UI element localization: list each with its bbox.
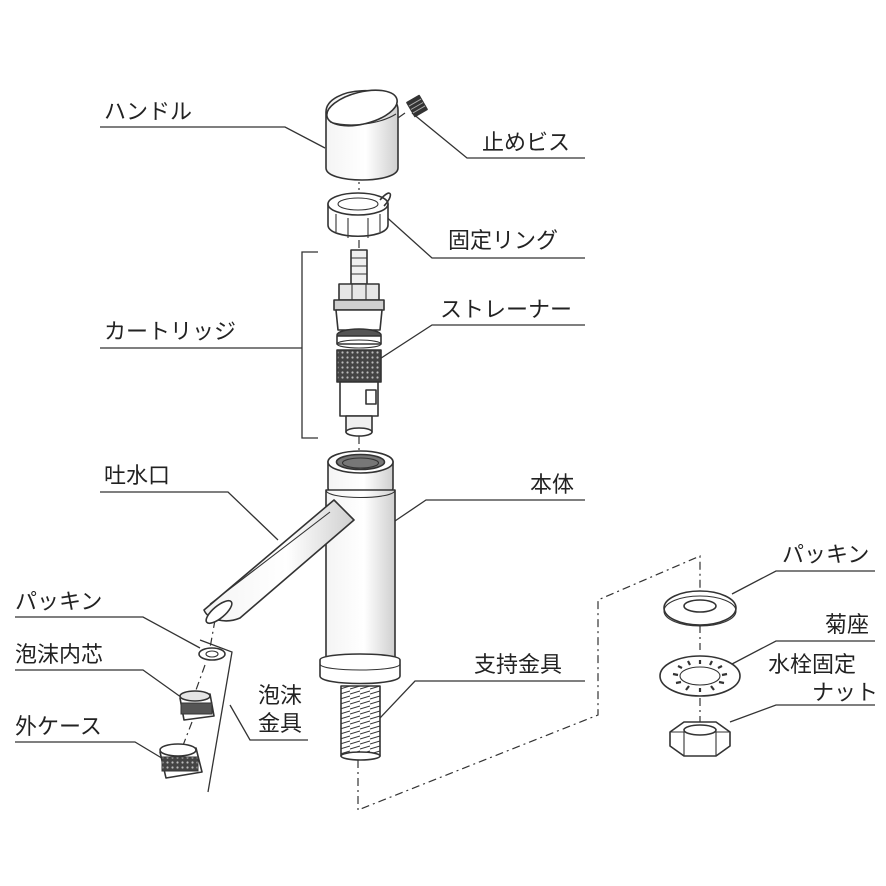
- leader-lines: [15, 112, 875, 793]
- label-outer-case: 外ケース: [15, 715, 102, 740]
- label-chrysanthemum-seat: 菊座: [825, 613, 869, 638]
- labels: ハンドル 止めビス 固定リング カートリッジ ストレーナー 吐水口 本体 パッキ…: [15, 100, 878, 740]
- label-packing-left: パッキン: [15, 590, 102, 615]
- label-body: 本体: [530, 473, 574, 498]
- fixing-ring-part: [327, 192, 392, 238]
- label-set-screw: 止めビス: [482, 131, 570, 156]
- label-spout: 吐水口: [104, 464, 170, 489]
- label-handle: ハンドル: [104, 100, 192, 125]
- packing-right-part: [663, 590, 737, 627]
- spout-part: [203, 499, 355, 625]
- label-faucet-nut-line1: 水栓固定: [768, 653, 856, 678]
- label-aerator-line1: 泡沫: [258, 684, 302, 709]
- packing-left-part: [198, 647, 226, 661]
- faucet-body-part: [319, 450, 401, 761]
- label-strainer: ストレーナー: [440, 298, 572, 323]
- label-faucet-nut-line2: ナット: [812, 681, 878, 706]
- set-screw-part: [406, 94, 428, 118]
- label-aerator-line2: 金具: [258, 712, 302, 737]
- handle-part: [325, 89, 399, 181]
- label-cartridge: カートリッジ: [104, 320, 236, 345]
- foam-inner-core-part: [179, 690, 215, 721]
- label-foam-inner-core: 泡沫内芯: [15, 643, 103, 668]
- faucet-nut-part: [669, 721, 731, 757]
- chrysanthemum-seat-part: [659, 655, 741, 697]
- label-fixing-ring: 固定リング: [448, 229, 558, 254]
- cartridge-part: [333, 249, 385, 437]
- label-packing-right: パッキン: [782, 543, 869, 568]
- label-support-fitting: 支持金具: [474, 653, 562, 678]
- outer-case-part: [159, 743, 203, 779]
